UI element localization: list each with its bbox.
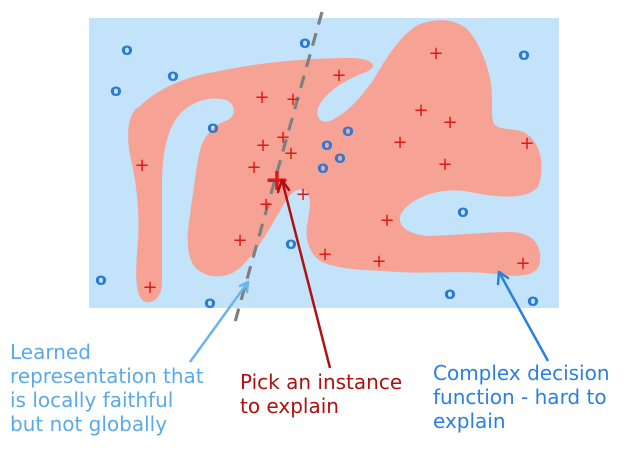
pick-instance-annotation: Pick an instance to explain (240, 370, 403, 418)
learned-representation-annotation: Learned representation that is locally f… (10, 340, 204, 436)
negative-marker: o (317, 158, 329, 178)
positive-marker: + (285, 89, 300, 110)
negative-marker: o (207, 118, 219, 138)
negative-marker: o (444, 284, 456, 304)
positive-marker: + (519, 133, 534, 154)
negative-marker: o (110, 81, 122, 101)
positive-marker: + (275, 127, 290, 148)
positive-marker: + (295, 184, 310, 205)
positive-marker: + (371, 251, 386, 272)
positive-marker: + (428, 43, 443, 64)
positive-marker: + (254, 87, 269, 108)
positive-marker: + (515, 253, 530, 274)
negative-marker: o (299, 33, 311, 53)
positive-marker: + (283, 143, 298, 164)
positive-marker: + (255, 135, 270, 156)
positive-markers: ++++++++++++++++++++++ (134, 43, 534, 298)
negative-marker: o (342, 121, 354, 141)
negative-marker: o (121, 40, 133, 60)
negative-marker: o (204, 293, 216, 313)
positive-marker: + (392, 132, 407, 153)
negative-marker: o (285, 234, 297, 254)
negative-marker: o (321, 135, 333, 155)
negative-marker: o (167, 66, 179, 86)
negative-marker: o (457, 202, 469, 222)
positive-marker: + (331, 65, 346, 86)
positive-marker: + (258, 194, 273, 215)
arrow-instance (276, 178, 332, 369)
arrow-learned (188, 280, 250, 363)
positive-marker: + (437, 154, 452, 175)
positive-marker: + (413, 100, 428, 121)
negative-marker: o (527, 291, 539, 311)
positive-marker: + (317, 244, 332, 265)
positive-marker: + (246, 157, 261, 178)
negative-marker: o (518, 45, 530, 65)
complex-function-annotation: Complex decision function - hard to expl… (433, 361, 610, 433)
positive-marker: + (232, 230, 247, 251)
arrow-complex (496, 270, 550, 362)
learned-boundary-line (233, 11, 324, 323)
negative-marker: o (334, 148, 346, 168)
positive-marker: + (379, 210, 394, 231)
negative-marker: o (95, 270, 107, 290)
positive-marker: + (134, 155, 149, 176)
positive-marker: + (442, 112, 457, 133)
decision-region (128, 20, 542, 303)
positive-marker: + (142, 277, 157, 298)
